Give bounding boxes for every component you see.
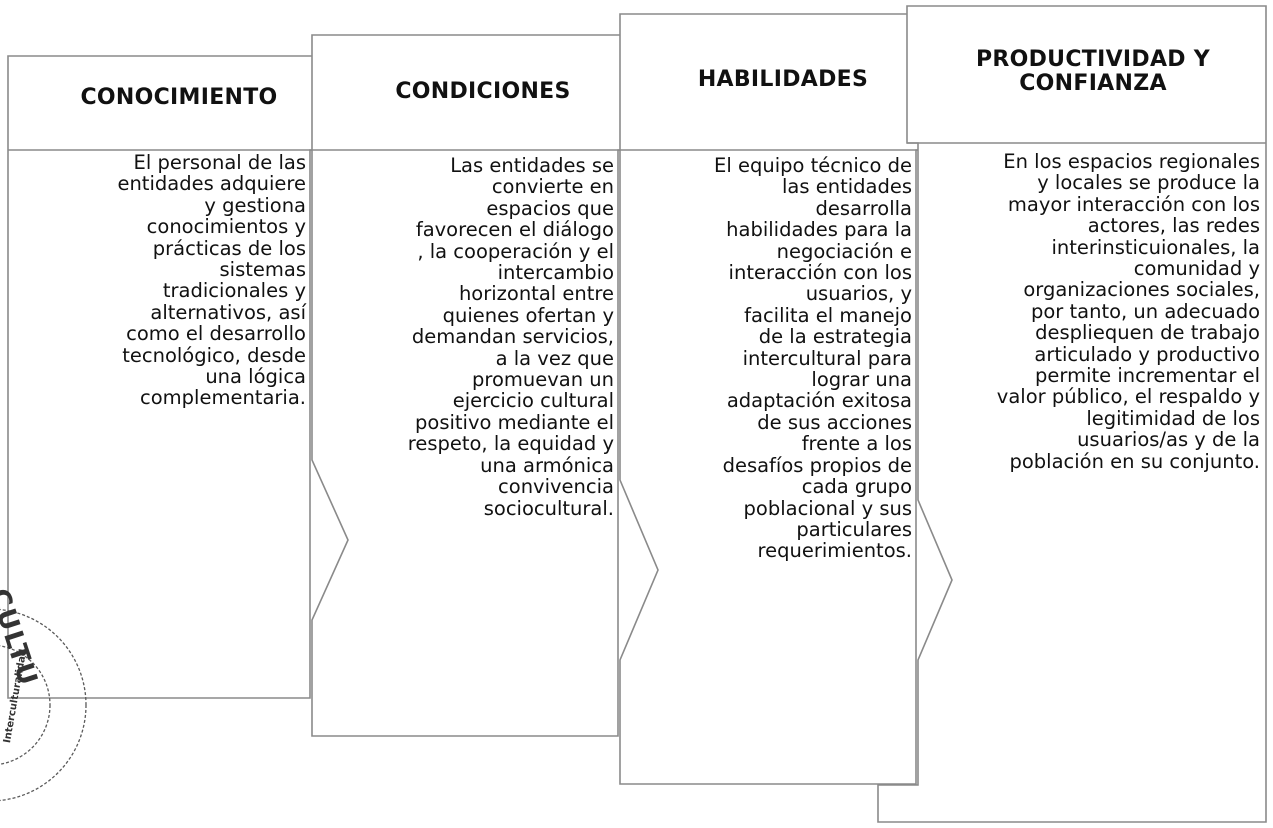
column-4-text: En los espacios regionales y locales se … [996,150,1260,473]
column-2-text: Las entidades se convierte en espacios q… [407,154,614,520]
column-2-title: CONDICIONES [395,79,571,104]
seal-stamp [0,608,87,802]
column-3-title: HABILIDADES [697,67,869,92]
column-3-text: El equipo técnico de las entidades desar… [714,154,912,563]
column-4-frame [877,5,1267,823]
column-4-title: PRODUCTIVIDAD Y CONFIANZA [975,47,1211,96]
column-1-text: El personal de las entidades adquiere y … [117,151,306,410]
column-1-title: CONOCIMIENTO [80,85,278,110]
